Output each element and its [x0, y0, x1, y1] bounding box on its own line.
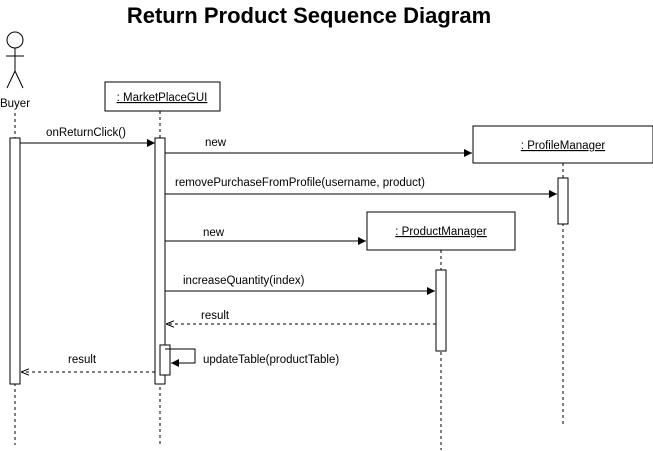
result-return-label: result — [201, 310, 230, 322]
gui-object-label: : MarketPlaceGUI — [117, 92, 208, 104]
result-to-buyer-label: result — [68, 354, 97, 366]
on-return-click-label: onReturnClick() — [46, 127, 126, 139]
remove-purchase-label: removePurchaseFromProfile(username, prod… — [175, 177, 425, 189]
diagram-title: Return Product Sequence Diagram — [127, 3, 491, 28]
profile-manager-object-label: : ProfileManager — [521, 140, 606, 152]
profile-manager-object-box: : ProfileManager — [472, 125, 653, 164]
buyer-activation-bar — [9, 137, 21, 385]
gui-object-box: : MarketPlaceGUI — [104, 81, 221, 112]
product-manager-object-label: : ProductManager — [395, 226, 487, 238]
product-manager-activation-bar — [435, 269, 447, 352]
gui-self-call-activation-bar — [159, 344, 171, 376]
buyer-actor-icon — [6, 31, 24, 89]
new-product-manager-label: new — [203, 227, 225, 239]
update-table-label: updateTable(productTable) — [203, 354, 339, 366]
new-profile-manager-label: new — [205, 137, 227, 149]
update-table-self-call-arrow — [165, 348, 196, 367]
profile-manager-activation-bar — [557, 177, 569, 225]
gui-activation-bar — [154, 137, 166, 385]
product-manager-object-box: : ProductManager — [366, 211, 516, 251]
increase-quantity-label: increaseQuantity(index) — [183, 275, 305, 287]
buyer-label: Buyer — [0, 98, 30, 110]
